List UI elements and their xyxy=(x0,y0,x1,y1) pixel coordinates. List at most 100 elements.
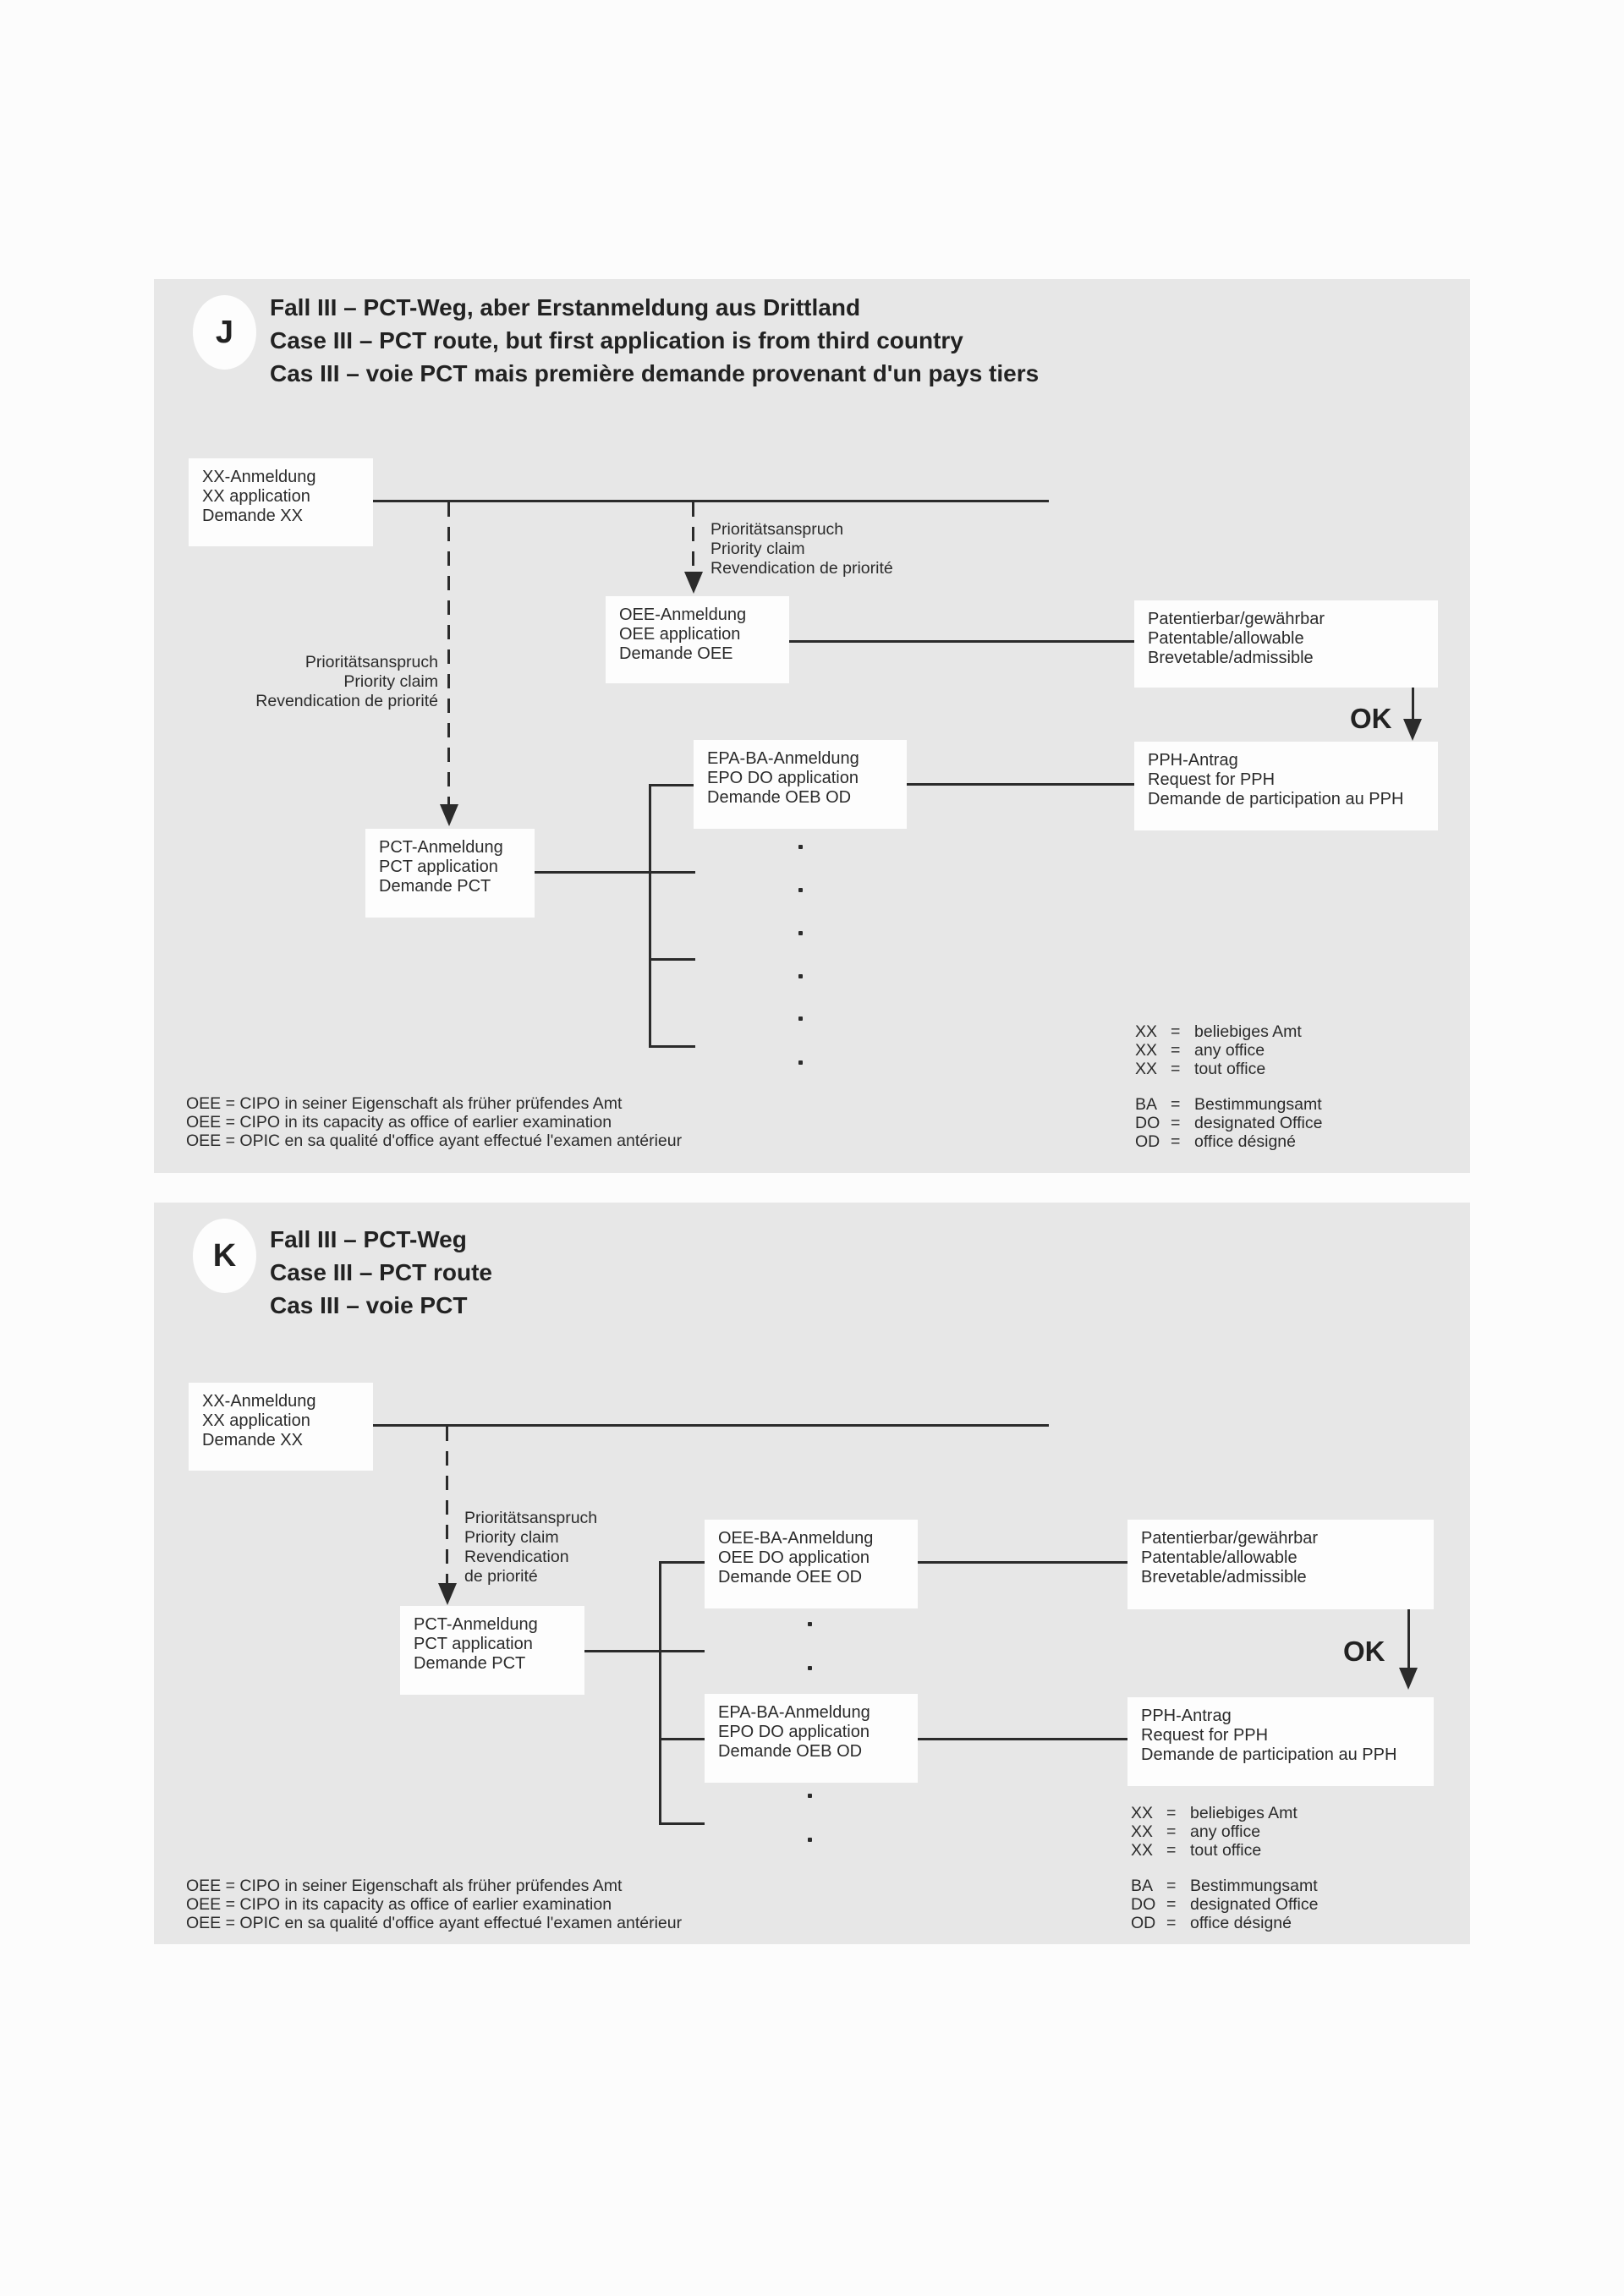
box-text-line: EPO DO application xyxy=(707,769,859,787)
legend-term: BA xyxy=(1135,1095,1158,1114)
box-text-line: EPA-BA-Anmeldung xyxy=(718,1703,870,1722)
connector-epo-do-to-pph-j xyxy=(907,783,1134,786)
designation-spine-k xyxy=(659,1561,661,1825)
ok-arrow-shaft-j xyxy=(1412,688,1414,720)
legend-term: OD xyxy=(1135,1132,1160,1151)
legend-term: OD xyxy=(1131,1914,1156,1932)
legend-description: Bestimmungsamt xyxy=(1194,1095,1322,1114)
box-text-line: Demande de participation au PPH xyxy=(1141,1745,1397,1764)
label-line: Prioritätsanspruch xyxy=(464,1509,598,1527)
box-text-line: PPH-Antrag xyxy=(1141,1707,1232,1725)
box-text-line: Patentierbar/gewährbar xyxy=(1141,1529,1319,1548)
box-text-line: Demande OEE OD xyxy=(718,1568,863,1586)
legend-description: designated Office xyxy=(1194,1114,1323,1132)
legend-term: DO xyxy=(1131,1895,1156,1914)
legend-term: XX xyxy=(1131,1841,1154,1860)
label-line: Revendication xyxy=(464,1548,569,1566)
legend-line: OEE = CIPO in seiner Eigenschaft als frü… xyxy=(186,1094,623,1113)
priority-dashed-line-oee-j xyxy=(692,502,694,572)
legend-line: OEE = OPIC en sa qualité d'office ayant … xyxy=(186,1914,683,1932)
ellipsis-dot-k xyxy=(808,1794,812,1798)
ellipsis-dot-j xyxy=(798,1060,803,1065)
ellipsis-dot-j xyxy=(798,974,803,978)
ellipsis-dot-k xyxy=(808,1666,812,1670)
legend-equals: = xyxy=(1171,1114,1181,1132)
legend-term: XX xyxy=(1131,1804,1154,1822)
connector-oee-to-patentable-j xyxy=(789,640,1134,643)
box-text-line: OEE-Anmeldung xyxy=(619,606,747,624)
legend-equals: = xyxy=(1171,1041,1181,1060)
legend-term: XX xyxy=(1135,1022,1158,1041)
ok-label-k: OK xyxy=(1343,1636,1385,1667)
legend-row: XX=beliebiges Amt xyxy=(1131,1804,1318,1822)
panel-title-line-de: Fall III – PCT-Weg, aber Erstanmeldung a… xyxy=(270,294,861,321)
legend-description: Bestimmungsamt xyxy=(1190,1877,1318,1895)
priority-arrowhead-k xyxy=(438,1583,457,1605)
panel-title-line-de: Fall III – PCT-Weg xyxy=(270,1226,467,1252)
box-text-line: PCT-Anmeldung xyxy=(414,1615,538,1634)
connector-pct-to-spine-k xyxy=(584,1650,705,1652)
legend-description: tout office xyxy=(1194,1060,1266,1078)
label-line: Revendication de priorité xyxy=(255,692,438,710)
legend-row: XX = tout office xyxy=(1131,1841,1318,1860)
box-text-line: Patentable/allowable xyxy=(1148,629,1304,648)
box-text-line: Demande XX xyxy=(202,507,303,525)
box-text-line: XX application xyxy=(202,1411,310,1430)
box-text-line: PCT-Anmeldung xyxy=(379,838,503,857)
panel-title-line-fr: Cas III – voie PCT mais première demande… xyxy=(270,360,1040,386)
legend-row: BA = Bestimmungsamt xyxy=(1131,1877,1318,1895)
legend-line: OEE = CIPO in its capacity as office of … xyxy=(186,1895,612,1914)
box-text-line: Demande de participation au PPH xyxy=(1148,790,1404,808)
box-text-line: OEE-BA-Anmeldung xyxy=(718,1529,874,1548)
box-text-line: Patentierbar/gewährbar xyxy=(1148,610,1325,628)
panel-title-line-en: Case III – PCT route xyxy=(270,1259,492,1285)
box-text-line: Demande PCT xyxy=(414,1654,526,1673)
box-text-line: EPA-BA-Anmeldung xyxy=(707,749,859,768)
legend-equals: = xyxy=(1166,1877,1177,1895)
label-line: Priority claim xyxy=(464,1528,559,1547)
legend-row: OD=office désigné xyxy=(1131,1914,1318,1932)
legend-description: designated Office xyxy=(1190,1895,1319,1914)
box-text-line: Demande XX xyxy=(202,1431,303,1449)
branch-bottom-stub-k xyxy=(659,1822,705,1825)
box-text-line: PCT application xyxy=(414,1635,533,1653)
box-text-line: Request for PPH xyxy=(1148,770,1276,789)
legend-description: tout office xyxy=(1190,1841,1262,1860)
box-text-line: XX-Anmeldung xyxy=(202,1392,316,1411)
ellipsis-dot-k xyxy=(808,1622,812,1626)
ok-label-j: OK xyxy=(1350,703,1392,734)
legend-equals: = xyxy=(1171,1132,1181,1151)
legend-equals: = xyxy=(1171,1022,1181,1041)
label-line: Revendication de priorité xyxy=(710,559,893,578)
branch-epo-do-k xyxy=(660,1738,705,1740)
case-badge-letter: K xyxy=(212,1237,237,1274)
connector-epo-do-to-pph-k xyxy=(918,1738,1127,1740)
panel-title: Fall III – PCT-Weg Case III – PCT route … xyxy=(270,1223,492,1322)
legend-term: BA xyxy=(1131,1877,1154,1895)
box-text-line: XX application xyxy=(202,487,310,506)
filing-timeline-j xyxy=(373,500,1049,502)
legend-term: XX xyxy=(1135,1060,1158,1078)
priority-arrowhead-pct-j xyxy=(440,804,458,826)
box-text-line: Demande PCT xyxy=(379,877,491,896)
case-badge-letter: J xyxy=(215,314,234,350)
panel-case-iii-pct-third-country: J Fall III – PCT-Weg, aber Erstanmeldung… xyxy=(154,279,1470,1173)
designation-spine-j xyxy=(649,784,651,1048)
legend-line: OEE = CIPO in its capacity as office of … xyxy=(186,1113,612,1132)
legend-equals: = xyxy=(1166,1841,1177,1860)
box-text-line: Demande OEB OD xyxy=(707,788,852,807)
box-text-line: PPH-Antrag xyxy=(1148,751,1238,770)
